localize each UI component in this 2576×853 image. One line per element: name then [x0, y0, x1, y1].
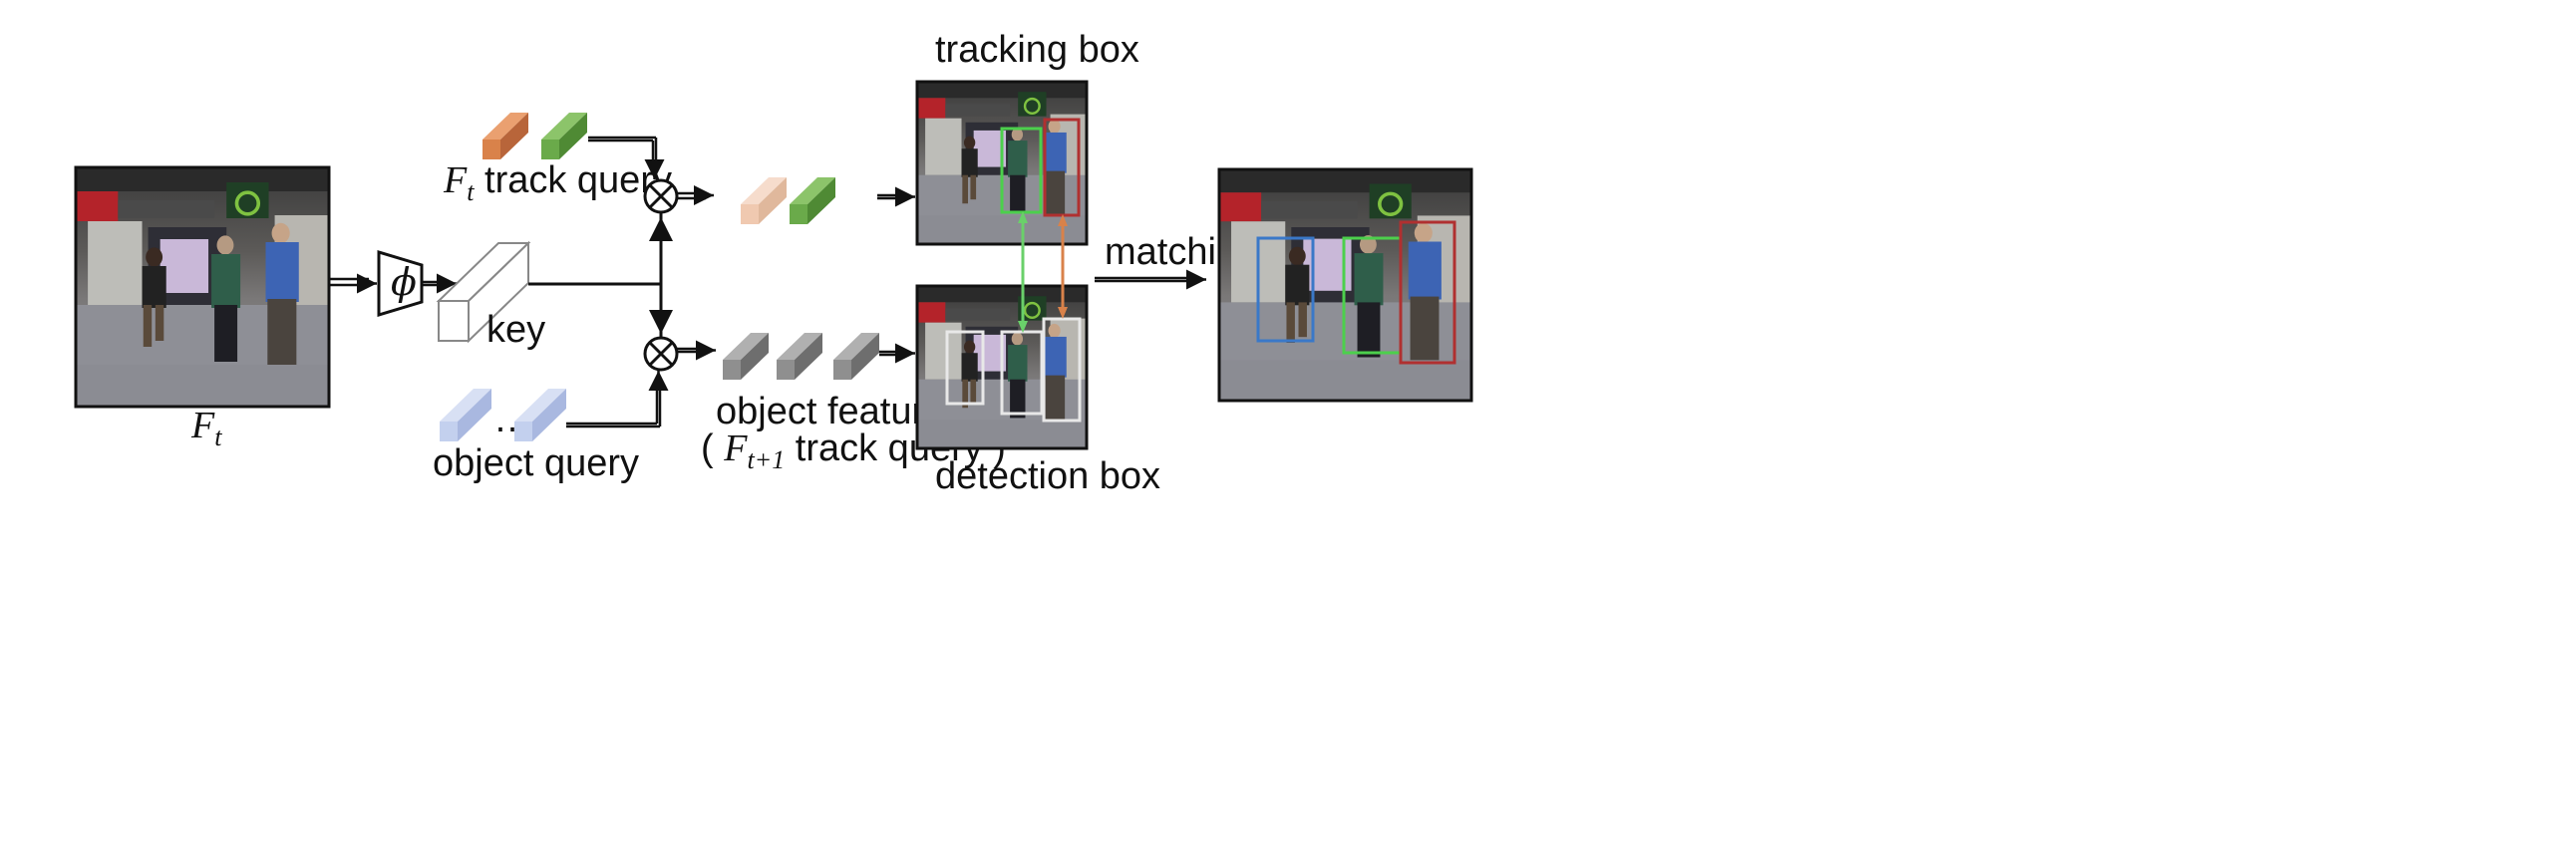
detection-box-1	[945, 330, 985, 406]
key-label: key	[486, 309, 545, 351]
detection-box-3	[1042, 317, 1082, 423]
updated-query-faded-orange	[741, 177, 787, 224]
encoder-trapezoid	[377, 249, 424, 318]
object-query-last	[514, 389, 566, 441]
track-query-orange	[483, 113, 528, 159]
frame-label: Ft	[190, 405, 222, 451]
tracking-box-image	[915, 80, 1089, 246]
output-frame	[1217, 167, 1473, 403]
object-feature-2	[777, 333, 822, 380]
object-feature-1	[723, 333, 769, 380]
object-feature-label: object feature	[716, 391, 945, 432]
tracking-box-green	[1000, 127, 1043, 214]
track-query-label: Ft track query	[443, 159, 672, 206]
output-box-blue	[1256, 236, 1315, 343]
multiply-bottom	[643, 336, 679, 372]
detection-box-title: detection box	[935, 455, 1160, 497]
input-frame	[74, 165, 331, 409]
object-query-first	[440, 389, 491, 441]
multiply-top	[643, 178, 679, 214]
object-feature-3	[833, 333, 879, 380]
key-cuboid	[436, 240, 531, 344]
detection-box-2	[1000, 330, 1044, 416]
encoder-label: ϕ	[391, 260, 417, 304]
updated-query-green	[790, 177, 835, 224]
tracking-box-red	[1043, 118, 1081, 217]
object-query-label: object query	[433, 442, 639, 484]
detection-box-image	[915, 284, 1089, 450]
tracking-box-title: tracking box	[935, 29, 1139, 71]
track-query-green	[541, 113, 587, 159]
output-box-red	[1399, 220, 1456, 365]
